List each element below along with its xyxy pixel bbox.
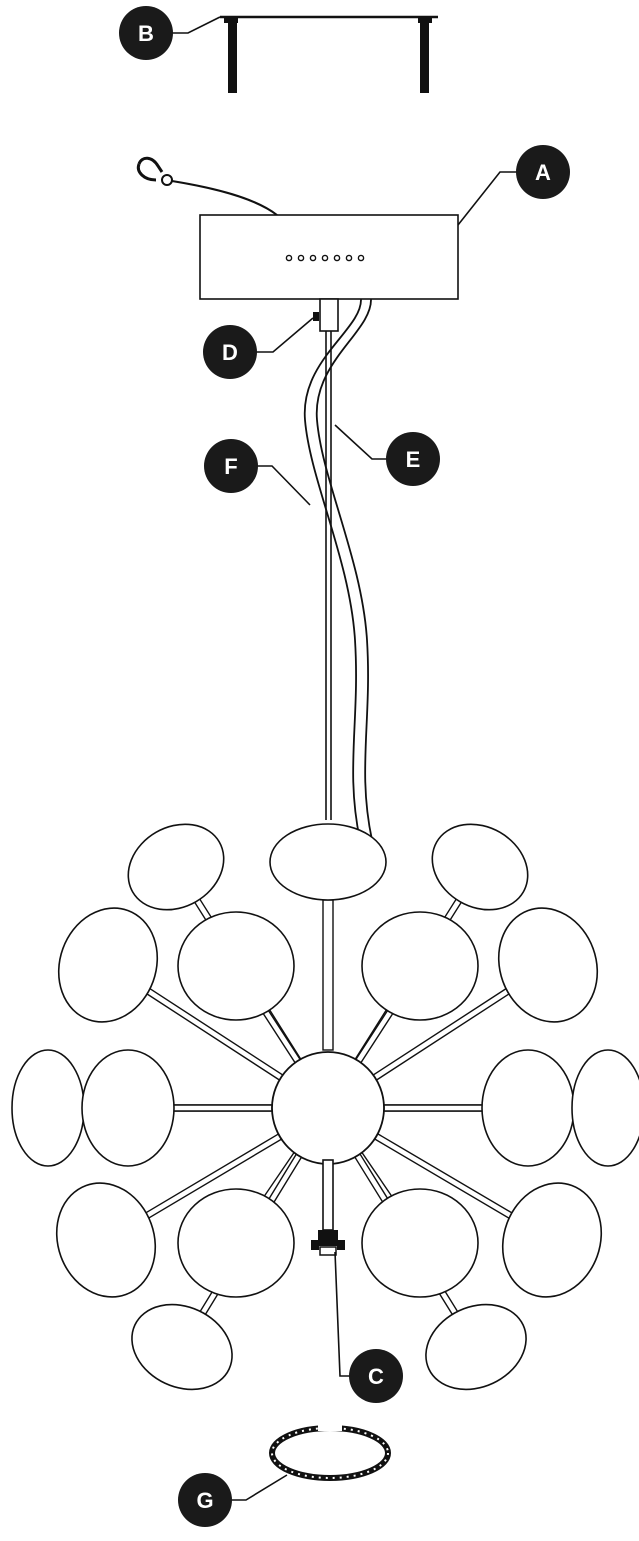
callout-A: A (516, 145, 570, 199)
svg-text:B: B (138, 21, 154, 46)
svg-text:A: A (535, 160, 551, 185)
lamp-stem (322, 899, 334, 1051)
glass-globe (425, 1303, 527, 1391)
glass-globe (571, 1049, 639, 1167)
glass-globe (361, 1188, 479, 1298)
svg-text:C: C (368, 1364, 384, 1389)
lamp-arm (166, 1104, 273, 1112)
glass-globe (57, 907, 159, 1023)
glass-globe (81, 1049, 175, 1167)
decorative-ring (269, 1425, 391, 1481)
svg-text:E: E (406, 447, 421, 472)
callout-G: G (178, 1473, 232, 1527)
svg-text:D: D (222, 340, 238, 365)
callout-layer: B A D E F C G (119, 6, 570, 1527)
glass-globe (501, 1182, 603, 1298)
svg-text:G: G (196, 1488, 213, 1513)
safety-cable (136, 156, 278, 216)
callout-D: D (203, 325, 257, 379)
suspension-cable (325, 331, 332, 820)
glass-globe (11, 1049, 85, 1167)
glass-globe (361, 911, 479, 1021)
callout-C: C (349, 1349, 403, 1403)
glass-globe (127, 823, 225, 911)
glass-globe (497, 907, 599, 1023)
glass-globe (481, 1049, 575, 1167)
glass-globe (177, 911, 295, 1021)
svg-text:F: F (224, 454, 237, 479)
canopy-holes (285, 254, 365, 262)
callout-E: E (386, 432, 440, 486)
callout-B: B (119, 6, 173, 60)
glass-globe (177, 1188, 295, 1298)
chandelier-lamp (11, 823, 639, 1391)
glass-globe (431, 823, 529, 911)
glass-globe (269, 823, 387, 901)
bottom-finial (311, 1159, 345, 1256)
canopy (199, 214, 459, 300)
cable-gripper (313, 298, 339, 332)
power-cord (304, 298, 373, 841)
glass-globe (131, 1303, 233, 1391)
callout-F: F (204, 439, 258, 493)
mounting-bracket (220, 15, 438, 93)
central-hub (271, 1051, 385, 1165)
glass-globe (55, 1182, 157, 1298)
